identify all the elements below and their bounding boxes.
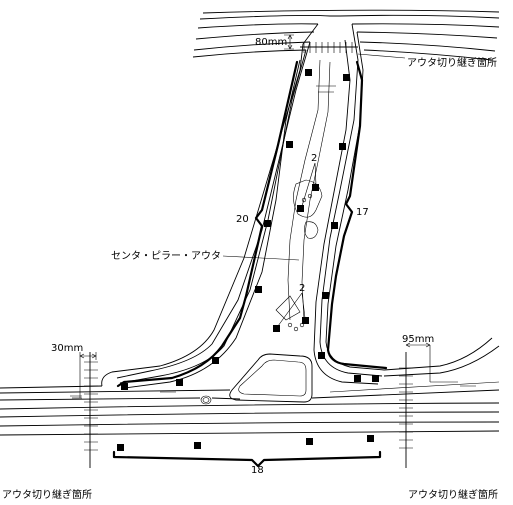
dim-80mm — [284, 34, 294, 50]
dim-left-label: 30mm — [51, 343, 83, 354]
cut-line-left — [84, 352, 98, 468]
roof-rail — [192, 9, 500, 61]
dim-right-label: 95mm — [402, 334, 434, 345]
bracket-20 — [116, 60, 299, 388]
cut-line-top — [300, 42, 358, 53]
spot-welds — [117, 69, 379, 451]
base-opening — [200, 353, 313, 405]
count-right-label: 17 — [356, 207, 369, 218]
pillar-body — [101, 23, 385, 389]
dim-30mm — [72, 352, 97, 399]
cut-top-label: アウタ切り継ぎ箇所 — [407, 56, 497, 69]
count-left-label: 20 — [236, 214, 249, 225]
callout-lower-label: 2 — [299, 283, 305, 294]
dim-top-label: 80mm — [255, 37, 287, 48]
callout-upper-label: 2 — [311, 153, 317, 164]
bracket-18 — [112, 450, 382, 468]
count-bottom-label: 18 — [251, 465, 264, 476]
callout-leaders — [222, 53, 406, 327]
bracket-17 — [326, 60, 388, 370]
cut-right-label: アウタ切り継ぎ箇所 — [408, 488, 498, 501]
cut-left-label: アウタ切り継ぎ箇所 — [2, 488, 92, 501]
cut-line-right — [399, 352, 413, 468]
dim-95mm — [405, 342, 458, 383]
part-name-label: センタ・ピラー・アウタ — [111, 250, 221, 262]
